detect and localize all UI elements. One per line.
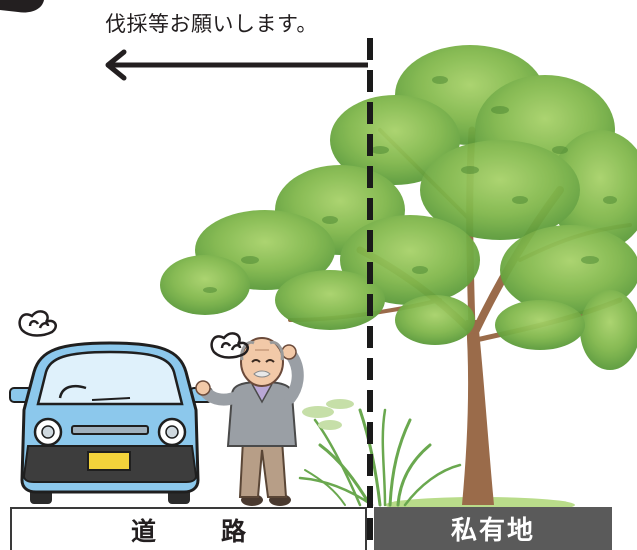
tree-illustration (160, 45, 637, 513)
road-label: 道 路 (10, 507, 367, 550)
notice-text: 伐採等お願いします。 (105, 12, 318, 36)
worried-squiggle-icon (18, 310, 57, 337)
worried-squiggle-icon (210, 332, 249, 359)
elderly-man-illustration (195, 337, 304, 506)
top-left-fragment-icon (0, 0, 44, 13)
left-arrow-icon (105, 49, 368, 81)
car-illustration (9, 341, 213, 504)
grass-seed-heads (302, 399, 354, 430)
private-land-label: 私有地 (374, 507, 612, 550)
